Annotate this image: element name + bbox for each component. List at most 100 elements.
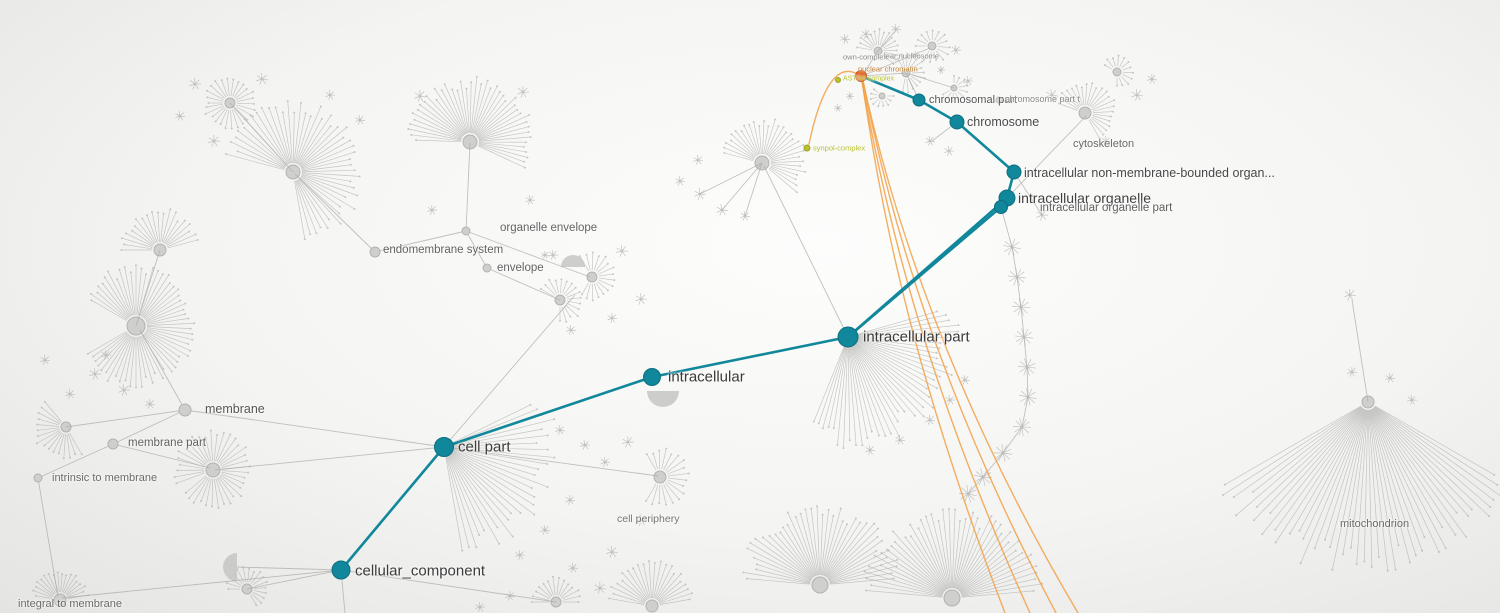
leaf-burst: [555, 424, 565, 435]
leaf-burst: [635, 292, 648, 305]
label-organelle-envelope[interactable]: organelle envelope: [500, 222, 598, 234]
term-node-gray[interactable]: [369, 246, 381, 258]
leaf-burst: [525, 194, 536, 205]
graph-edge: [294, 173, 376, 253]
term-node-gray[interactable]: [482, 263, 492, 273]
cluster-hub: [1112, 67, 1122, 77]
label-cellular-component[interactable]: cellular_component: [355, 562, 486, 580]
term-node-green-node-1[interactable]: [803, 144, 811, 152]
label-chromosome-part-t[interactable]: chromosome part t: [1005, 94, 1081, 104]
term-node-chromosomal-part[interactable]: [912, 93, 926, 107]
label-lear-nucleosome[interactable]: lear nucleosome: [884, 51, 940, 61]
leaf-burst: [580, 440, 591, 450]
graph-edge: [1002, 426, 1023, 454]
leaf-burst: [840, 33, 851, 44]
cluster-hub: [1078, 106, 1092, 120]
leaf-burst: [607, 312, 618, 323]
term-node-gray[interactable]: [461, 226, 471, 236]
label-intracellular[interactable]: intracellular: [668, 368, 745, 386]
leaf-burst: [565, 494, 576, 505]
cluster-hub: [645, 599, 659, 613]
leaf-burst: [1008, 268, 1026, 286]
label-astra-complex[interactable]: ASTRA complex: [843, 75, 894, 83]
label-own-complex[interactable]: own-complex: [843, 52, 888, 62]
term-node-chromosome[interactable]: [949, 114, 965, 130]
orange-relation-edge: [862, 80, 1079, 613]
leaf-fan: [942, 74, 969, 103]
leaf-burst: [475, 601, 486, 612]
label-integral-to-membrane[interactable]: integral to membrane: [18, 598, 122, 610]
cluster-hub: [205, 462, 221, 478]
graph-edge: [465, 142, 471, 232]
term-node-gray[interactable]: [107, 438, 119, 450]
leaf-burst: [325, 89, 336, 100]
graph-edge: [135, 249, 161, 327]
label-intracellular-organelle-part[interactable]: intracellular organelle part: [1040, 202, 1173, 214]
term-node-non-membrane-organelle[interactable]: [1006, 164, 1022, 180]
leaf-fan: [856, 28, 899, 65]
label-chromosomal-part[interactable]: chromosomal part: [929, 94, 1018, 106]
label-envelope[interactable]: envelope: [497, 262, 544, 274]
leaf-burst: [145, 398, 155, 409]
term-node-cellular-component[interactable]: [331, 560, 351, 580]
graph-edge: [982, 452, 1004, 478]
term-node-nucleosome-node[interactable]: [855, 70, 867, 82]
graph-edge: [112, 409, 186, 445]
leaf-burst: [515, 549, 526, 560]
leaf-fan: [1057, 82, 1116, 140]
term-node-green-node-2[interactable]: [835, 77, 841, 83]
leaf-fan: [723, 118, 807, 194]
label-endomembrane-system[interactable]: endomembrane system: [383, 244, 504, 256]
leaf-burst: [895, 435, 905, 445]
leaf-burst: [568, 562, 579, 573]
leaf-fan: [578, 251, 616, 302]
leaf-burst: [1344, 288, 1357, 301]
label-intracellular-organelle[interactable]: intracellular organelle: [1018, 190, 1152, 206]
leaf-burst: [1407, 395, 1418, 405]
label-intracellular-part[interactable]: intracellular part: [863, 328, 970, 346]
graph-edge: [139, 329, 186, 411]
leaf-fan: [1103, 54, 1135, 87]
leaf-burst: [189, 77, 201, 90]
leaf-fan: [224, 100, 361, 241]
graph-edge: [1021, 396, 1029, 428]
term-node-cell-part[interactable]: [434, 437, 454, 457]
cluster-hub: [653, 470, 667, 484]
label-membrane-part[interactable]: membrane part: [128, 437, 206, 449]
leaf-fan: [32, 571, 90, 599]
label-cell-periphery[interactable]: cell periphery: [617, 513, 680, 525]
term-node-gray[interactable]: [995, 96, 1003, 104]
graph-edge: [1013, 171, 1043, 216]
label-mitochondrion[interactable]: mitochondrion: [1340, 518, 1410, 530]
leaf-burst: [1046, 89, 1058, 101]
leaf-fan: [35, 400, 83, 460]
leaf-burst: [865, 445, 875, 455]
label-membrane[interactable]: membrane: [205, 402, 265, 416]
label-nuclear-chromatin[interactable]: nuclear chromatin: [858, 64, 918, 74]
leaf-fan: [539, 278, 582, 323]
leaf-fan: [608, 560, 693, 605]
term-node-intracellular-part[interactable]: [837, 326, 859, 348]
leaf-burst: [355, 115, 366, 125]
term-node-gray[interactable]: [33, 473, 43, 483]
label-cell-part[interactable]: cell part: [458, 438, 511, 456]
graph-edge: [246, 569, 342, 590]
term-node-gray[interactable]: [178, 403, 192, 417]
term-node-intracellular[interactable]: [643, 368, 661, 386]
label-intrinsic-to-membrane[interactable]: intrinsic to membrane: [52, 472, 158, 484]
leaf-burst: [208, 134, 221, 147]
leaf-burst: [891, 24, 901, 34]
cluster-hub: [943, 589, 961, 607]
label-intracellular-non-membrane-bounded-organelle[interactable]: intracellular non-membrane-bounded organ…: [1024, 166, 1275, 180]
dense-cluster-wedge: [647, 391, 679, 407]
label-synpol-complex[interactable]: synpol-complex: [813, 143, 866, 153]
leaf-burst: [740, 211, 750, 221]
label-chromosome[interactable]: chromosome: [967, 115, 1040, 129]
label-cytoskeleton[interactable]: cytoskeleton: [1073, 138, 1135, 150]
term-node-organelle-part[interactable]: [994, 200, 1008, 214]
graph-edge: [214, 446, 445, 471]
leaf-burst: [40, 354, 51, 365]
graph-edge: [905, 72, 955, 89]
